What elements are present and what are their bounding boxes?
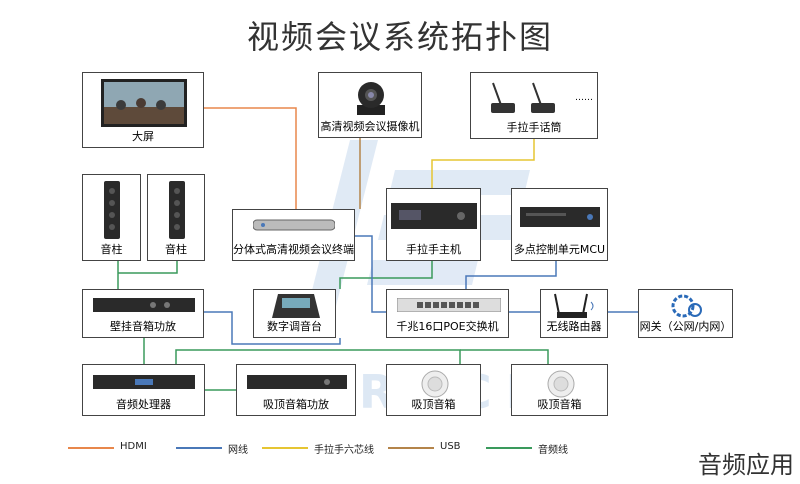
server-unit-icon xyxy=(520,207,600,227)
legend-label-ethernet: 网线 xyxy=(228,445,248,456)
mics-node: …… 手拉手话筒 xyxy=(470,72,598,139)
mcu-node: 多点控制单元MCU xyxy=(511,188,608,261)
ceiling-speaker-1-node: 吸顶音箱 xyxy=(386,364,481,416)
big-screen-node: 大屏 xyxy=(82,72,204,148)
legend-label-mic-cable: 手拉手六芯线 xyxy=(314,445,374,456)
legend-swatch-mic-cable xyxy=(262,447,308,449)
audio-processor-node: 音频处理器 xyxy=(82,364,205,416)
gear-globe-icon xyxy=(671,294,702,318)
wire-net-terminal xyxy=(355,235,386,313)
terminal-label: 分体式高清视频会议终端 xyxy=(233,243,354,256)
page-title: 视频会议系统拓扑图 xyxy=(246,18,553,56)
ceiling-amp-node: 吸顶音箱功放 xyxy=(236,364,356,416)
wire-net-mcu xyxy=(465,261,557,289)
watermark-text: 音频应用 xyxy=(698,451,794,479)
wall-amp-label: 壁挂音箱功放 xyxy=(110,320,176,333)
camera-node: 高清视频会议摄像机 xyxy=(318,72,422,138)
legend-swatch-usb xyxy=(388,447,434,449)
ceiling-speaker-2-label: 吸顶音箱 xyxy=(537,398,582,411)
wire-mic-cable xyxy=(431,139,535,188)
ceiling-speaker-2-node: 吸顶音箱 xyxy=(511,364,608,416)
camera-label: 高清视频会议摄像机 xyxy=(320,120,420,133)
wire-audio-bus xyxy=(175,349,461,364)
amplifier-icon xyxy=(93,298,195,312)
ceiling-speaker-icon xyxy=(547,370,575,398)
speaker-right-node: 音柱 xyxy=(147,174,205,261)
router-node: 无线路由器 xyxy=(540,289,608,338)
wifi-router-icon xyxy=(554,293,594,318)
legend-label-usb: USB xyxy=(440,441,461,452)
processor-unit-icon xyxy=(93,375,195,389)
legend-label-audio: 音频线 xyxy=(538,445,568,456)
mcu-label: 多点控制单元MCU xyxy=(513,243,606,256)
wall-amp-node: 壁挂音箱功放 xyxy=(82,289,204,338)
ptz-camera-icon xyxy=(357,82,385,115)
wire-hdmi-screen xyxy=(204,107,297,209)
gateway-label: 网关（公网/内网） xyxy=(639,320,732,333)
column-speaker-icon xyxy=(169,181,185,239)
terminal-node: 分体式高清视频会议终端 xyxy=(232,209,355,261)
wire-audio-ceiling2 xyxy=(460,349,549,364)
speaker-left-label: 音柱 xyxy=(100,243,123,256)
display-screen-icon xyxy=(101,79,187,127)
mixer-node: 数字调音台 xyxy=(253,289,336,338)
ceiling-amp-label: 吸顶音箱功放 xyxy=(263,398,329,411)
gateway-node: 网关（公网/内网） xyxy=(638,289,733,338)
mics-label: 手拉手话筒 xyxy=(506,121,562,134)
mic-host-node: 手拉手主机 xyxy=(386,188,481,261)
mic-host-label: 手拉手主机 xyxy=(406,243,461,256)
big-screen-label: 大屏 xyxy=(132,130,154,143)
legend-label-hdmi: HDMI xyxy=(120,441,147,452)
network-switch-icon xyxy=(397,298,501,312)
router-label: 无线路由器 xyxy=(546,320,602,333)
legend-swatch-ethernet xyxy=(176,447,222,449)
legend-swatch-hdmi xyxy=(68,447,114,449)
microphone-icon xyxy=(491,82,555,113)
mixer-console-icon xyxy=(272,294,320,318)
legend-swatch-audio xyxy=(486,447,532,449)
poe-switch-node: 千兆16口POE交换机 xyxy=(386,289,509,338)
wire-audio-host-mixer xyxy=(339,261,433,289)
wire-audio-speakers-r xyxy=(118,261,178,274)
amplifier-icon xyxy=(247,375,347,389)
codec-box-icon xyxy=(253,219,335,231)
speaker-right-label: 音柱 xyxy=(165,243,187,256)
mics-ellipsis: …… xyxy=(575,93,593,103)
audio-processor-label: 音频处理器 xyxy=(116,398,171,411)
mixer-label: 数字调音台 xyxy=(267,320,322,333)
wire-net-mixer xyxy=(204,311,341,345)
ceiling-speaker-icon xyxy=(421,370,449,398)
poe-switch-label: 千兆16口POE交换机 xyxy=(396,320,499,333)
rack-unit-icon xyxy=(391,203,477,229)
column-speaker-icon xyxy=(104,181,120,239)
ceiling-speaker-1-label: 吸顶音箱 xyxy=(411,398,456,411)
speaker-left-node: 音柱 xyxy=(82,174,141,261)
